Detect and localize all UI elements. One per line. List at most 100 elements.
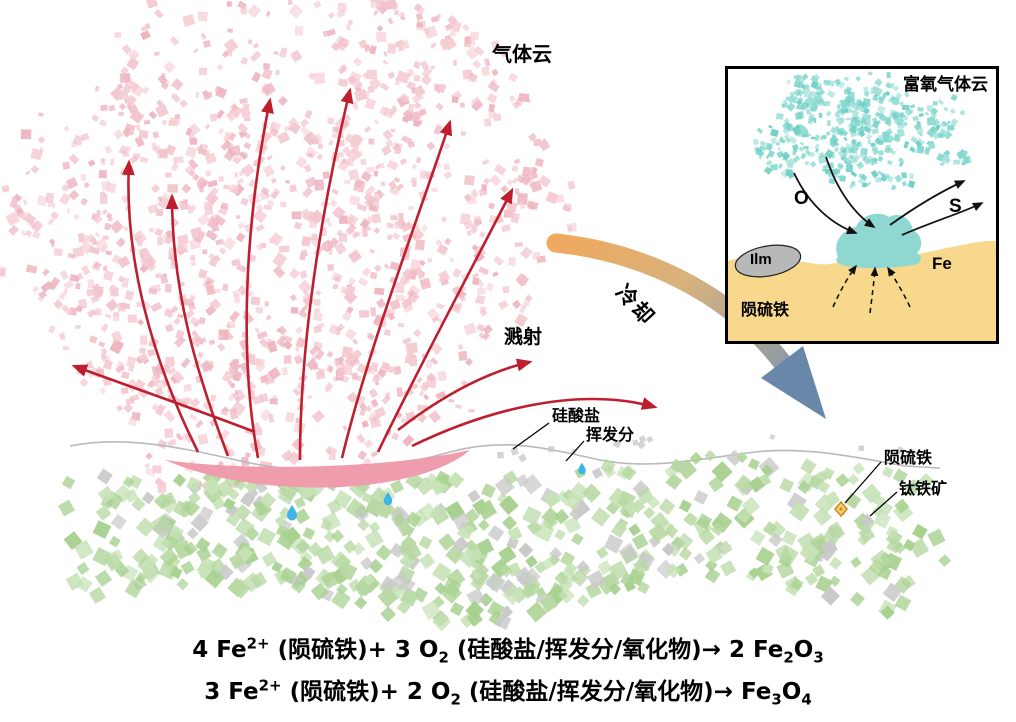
particle	[570, 568, 589, 587]
particle	[368, 138, 375, 145]
particle	[221, 370, 234, 383]
particle	[299, 125, 310, 136]
particle	[465, 600, 485, 620]
particle	[526, 200, 539, 210]
particle	[333, 210, 342, 219]
particle	[95, 366, 103, 374]
particle	[137, 318, 145, 326]
particle	[61, 184, 70, 192]
particle	[59, 192, 71, 206]
particle	[152, 144, 163, 155]
particle	[188, 134, 195, 141]
particle	[187, 158, 199, 170]
particle	[344, 328, 357, 341]
particle	[114, 563, 130, 578]
particle	[373, 264, 382, 272]
particle	[128, 474, 143, 490]
particle	[45, 192, 54, 203]
particle	[559, 551, 576, 567]
particle	[845, 162, 851, 168]
particle	[633, 559, 650, 576]
particle	[288, 268, 300, 280]
particle	[80, 173, 87, 182]
particle	[804, 572, 819, 586]
particle	[843, 136, 848, 142]
particle	[467, 73, 478, 83]
particle	[94, 308, 102, 316]
particle	[286, 450, 302, 466]
particle	[431, 479, 446, 494]
particle	[851, 121, 857, 128]
particle	[255, 306, 264, 314]
particle	[416, 109, 426, 119]
particle	[818, 88, 826, 96]
particle	[257, 527, 277, 547]
particle	[470, 96, 483, 109]
particle	[219, 247, 227, 255]
particle	[387, 71, 395, 79]
particle	[867, 181, 872, 186]
particle	[710, 522, 725, 536]
particle	[31, 220, 44, 233]
particle	[443, 170, 453, 180]
particle	[241, 163, 256, 178]
particle	[229, 184, 240, 195]
particle	[370, 0, 381, 8]
particle	[816, 480, 831, 494]
particle	[859, 118, 867, 126]
particle	[118, 167, 129, 178]
particle	[120, 387, 129, 395]
particle	[121, 371, 130, 380]
particle	[932, 101, 938, 106]
particle	[307, 541, 323, 558]
particle	[236, 177, 245, 185]
particle	[487, 525, 505, 542]
particle	[195, 91, 200, 98]
particle	[181, 432, 188, 442]
particle	[247, 290, 255, 298]
particle	[440, 278, 450, 286]
particle	[8, 224, 20, 236]
particle	[144, 22, 152, 30]
particle	[294, 26, 304, 36]
particle	[68, 189, 80, 201]
particle	[576, 594, 590, 608]
particle	[618, 542, 639, 563]
particle	[321, 227, 327, 236]
particle	[532, 252, 541, 260]
particle	[68, 153, 80, 165]
particle	[399, 158, 408, 166]
fe-label: Fe	[932, 254, 952, 273]
particle	[170, 162, 180, 172]
particle	[159, 274, 169, 284]
particle	[498, 299, 509, 310]
particle	[231, 388, 246, 403]
particle	[375, 298, 387, 309]
particle	[209, 113, 218, 122]
particle	[459, 102, 466, 108]
particle	[615, 521, 628, 534]
particle	[500, 184, 509, 194]
particle	[482, 158, 490, 166]
particle	[242, 131, 252, 140]
particle	[236, 263, 247, 273]
particle	[243, 141, 252, 150]
particle	[436, 243, 449, 256]
particle	[801, 73, 809, 81]
plume-arrows	[71, 87, 658, 461]
particle	[693, 552, 706, 565]
particle	[175, 329, 185, 340]
particle	[819, 134, 825, 141]
particle	[515, 273, 529, 286]
regolith-particles	[58, 434, 952, 632]
particle	[165, 323, 174, 333]
particle	[478, 266, 490, 275]
particle	[9, 196, 19, 209]
particle	[360, 556, 374, 571]
particle	[238, 168, 247, 177]
particle	[734, 474, 754, 494]
particle	[374, 196, 381, 204]
particle	[843, 145, 853, 155]
particle	[328, 454, 336, 460]
particle	[271, 561, 283, 573]
